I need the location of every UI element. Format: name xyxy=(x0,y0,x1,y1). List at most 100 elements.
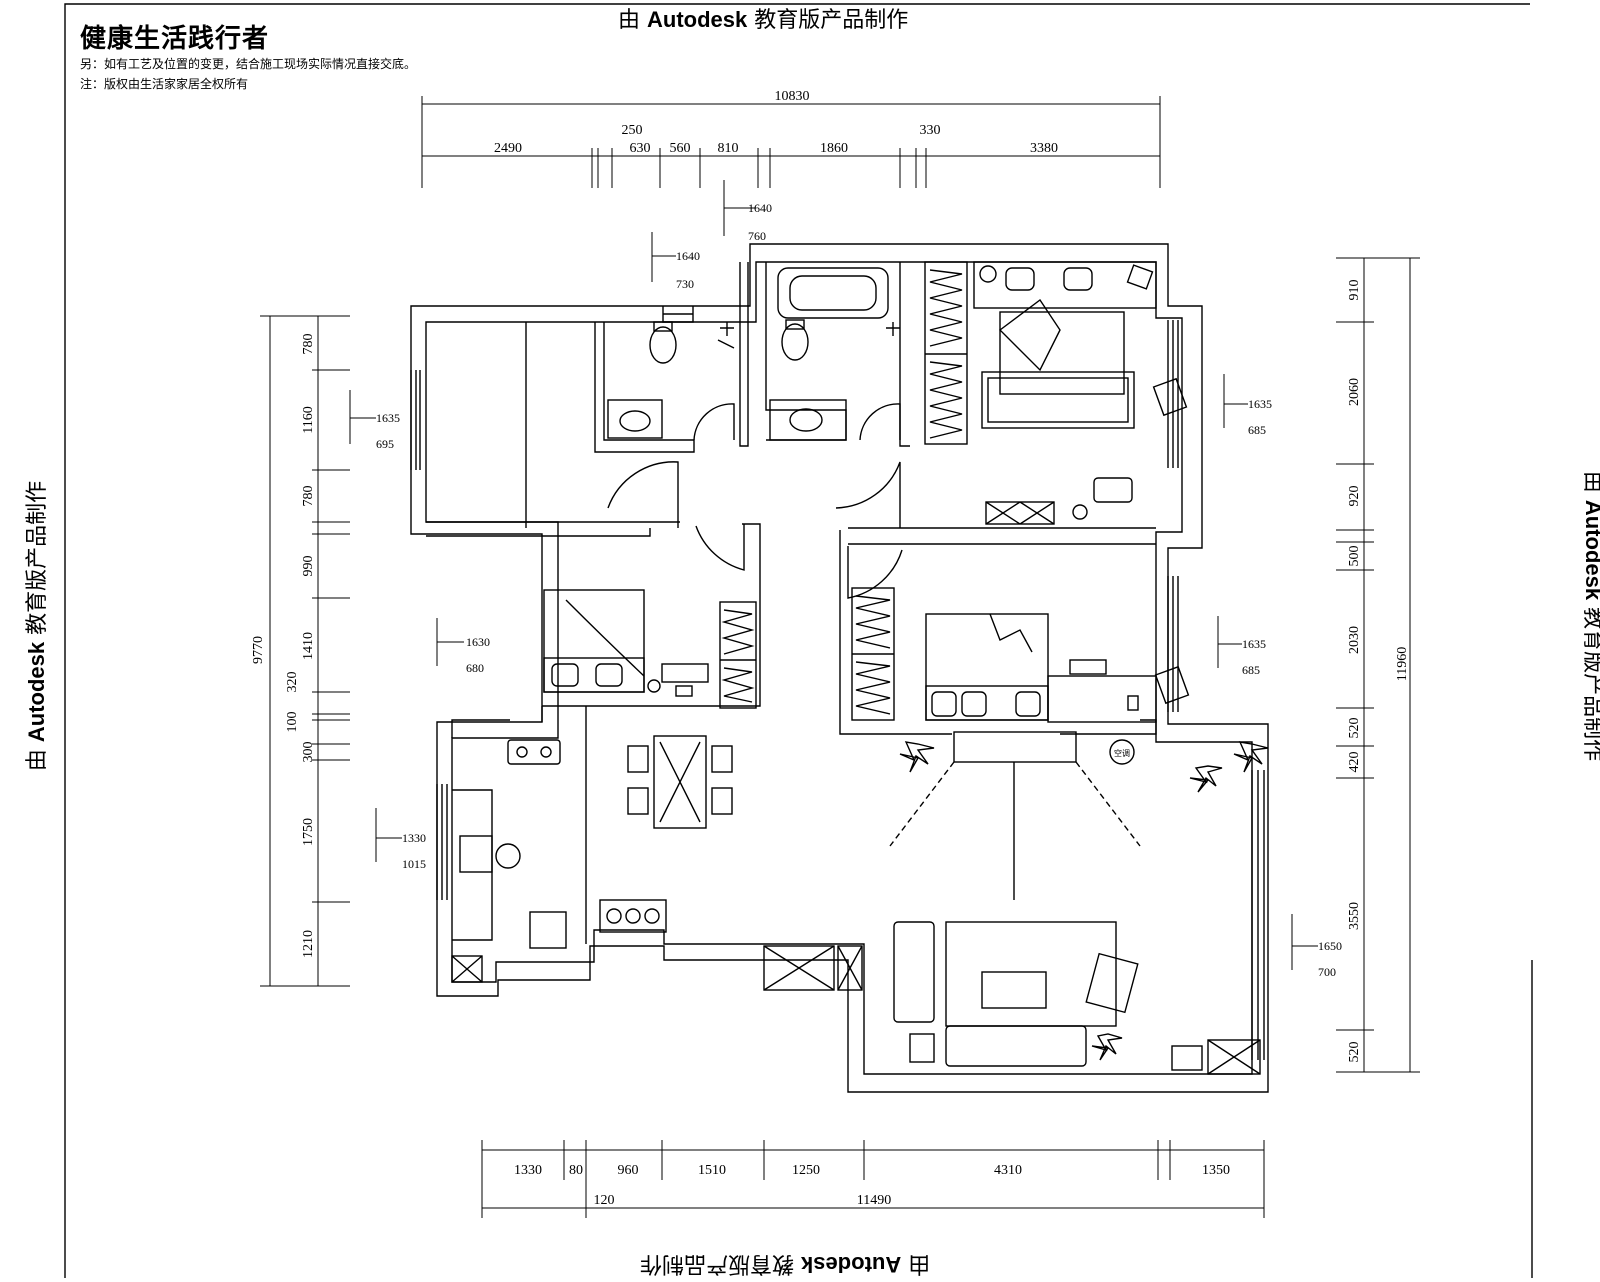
toilet-tank-2 xyxy=(785,319,805,330)
wardrobe-master xyxy=(924,261,968,445)
kitchen xyxy=(451,739,567,983)
brand-title: 健康生活践行者 xyxy=(80,24,270,54)
wardrobe-left xyxy=(719,601,757,709)
dim-right-6: 420 xyxy=(1347,752,1362,773)
dim-left-4: 1410 xyxy=(301,632,316,660)
dim-right-2: 920 xyxy=(1347,486,1362,507)
left-bedroom xyxy=(543,589,757,709)
window-8-sill: 700 xyxy=(1318,965,1336,979)
window-3-width: 1635 xyxy=(376,411,400,425)
dim-right-total: 11960 xyxy=(1395,647,1410,681)
desk-left xyxy=(661,663,709,683)
bathtub-basin xyxy=(789,275,877,311)
desk-master xyxy=(985,501,1055,525)
dim-left-7: 300 xyxy=(301,742,316,763)
ac-label: 空调 xyxy=(1114,748,1130,758)
dim-top-1: 250 xyxy=(622,123,643,138)
window-7-width: 1330 xyxy=(402,831,426,845)
dim-top-6: 330 xyxy=(920,123,941,138)
dim-top-total: 10830 xyxy=(775,89,810,104)
dim-left-5: 320 xyxy=(285,672,300,693)
sink-counter-1 xyxy=(607,399,663,439)
window-7-sill: 1015 xyxy=(402,857,426,871)
sink-1 xyxy=(619,410,651,432)
bed-rug xyxy=(981,371,1135,429)
watermark-brand: Autodesk xyxy=(647,7,748,32)
dim-top-5: 1860 xyxy=(820,141,848,156)
fridge xyxy=(529,911,567,949)
ac-unit xyxy=(1109,739,1135,765)
master-bed xyxy=(999,311,1125,395)
desk-second xyxy=(1047,675,1157,723)
dim-bottom-total: 11490 xyxy=(857,1193,891,1208)
window-2-width: 1640 xyxy=(676,249,700,263)
bed-headboard xyxy=(973,261,1157,309)
dim-bottom-small: 120 xyxy=(594,1193,615,1208)
copyright-note: 注：版权由生活家家居全权所有 xyxy=(80,77,249,91)
window-5-sill: 685 xyxy=(1242,663,1260,677)
coffee-table xyxy=(981,971,1047,1009)
window-5-width: 1635 xyxy=(1242,637,1266,651)
dim-right-5: 520 xyxy=(1347,718,1362,739)
dim-bottom-1: 80 xyxy=(569,1163,583,1178)
dim-right-0: 910 xyxy=(1347,280,1362,301)
dim-right-1: 2060 xyxy=(1347,378,1362,406)
second-bed xyxy=(925,613,1049,721)
second-bedroom xyxy=(851,587,1190,723)
dim-top-7: 3380 xyxy=(1030,141,1058,156)
sofa-side xyxy=(893,921,935,1023)
dim-bottom-6: 1350 xyxy=(1202,1163,1230,1178)
dim-left-3: 990 xyxy=(301,556,316,577)
dim-left-2: 780 xyxy=(301,486,316,507)
sink-counter-2 xyxy=(769,399,847,441)
window-1-sill: 760 xyxy=(748,229,766,243)
interior-walls xyxy=(426,262,1157,944)
window-6-width: 1630 xyxy=(466,635,490,649)
window-2-sill: 730 xyxy=(676,277,694,291)
dim-bottom-2: 960 xyxy=(618,1163,639,1178)
dim-left-6: 100 xyxy=(285,712,300,733)
window-8-width: 1650 xyxy=(1318,939,1342,953)
dim-right-3: 500 xyxy=(1347,546,1362,567)
toilet-2 xyxy=(781,323,809,361)
dimension-lines xyxy=(260,96,1420,1218)
dim-top-0: 2490 xyxy=(494,141,522,156)
window-4-width: 1635 xyxy=(1248,397,1272,411)
toilet-tank-1 xyxy=(653,321,673,332)
watermark-suffix: 教育版产品制作 xyxy=(754,8,909,33)
windows xyxy=(410,306,1265,1060)
watermark-top: 由 Autodesk 教育版产品制作 xyxy=(618,2,908,34)
watermark-prefix: 由 xyxy=(618,8,641,33)
dim-bottom-5: 4310 xyxy=(994,1163,1022,1178)
window-4-sill: 685 xyxy=(1248,423,1266,437)
bathtub xyxy=(777,267,889,319)
dim-top-3: 560 xyxy=(670,141,691,156)
sofa-main xyxy=(945,1025,1087,1067)
dim-left-1: 1160 xyxy=(301,406,316,433)
chair-master xyxy=(1093,477,1133,503)
dim-bottom-0: 1330 xyxy=(514,1163,542,1178)
dim-right-7: 3550 xyxy=(1347,902,1362,930)
living-rug xyxy=(945,921,1117,1027)
stove xyxy=(507,739,561,765)
left-bed xyxy=(543,589,645,693)
dim-left-8: 1750 xyxy=(301,818,316,846)
toilet-1 xyxy=(649,326,677,364)
living-room xyxy=(763,731,1261,1075)
dim-left-total: 9770 xyxy=(251,636,266,664)
tv-console xyxy=(953,731,1077,763)
master-bedroom xyxy=(924,261,1188,525)
dim-right-4: 2030 xyxy=(1347,626,1362,654)
bathroom-fixtures xyxy=(607,267,900,441)
window-3-sill: 695 xyxy=(376,437,394,451)
dim-left-0: 780 xyxy=(301,334,316,355)
dim-left-9: 1210 xyxy=(301,930,316,958)
dim-top-2: 630 xyxy=(630,141,651,156)
window-6-sill: 680 xyxy=(466,661,484,675)
door-swings xyxy=(607,403,903,599)
kitchen-sink xyxy=(459,835,493,873)
sheet-border xyxy=(64,3,1530,1278)
dining-table xyxy=(653,735,707,829)
dim-bottom-3: 1510 xyxy=(698,1163,726,1178)
